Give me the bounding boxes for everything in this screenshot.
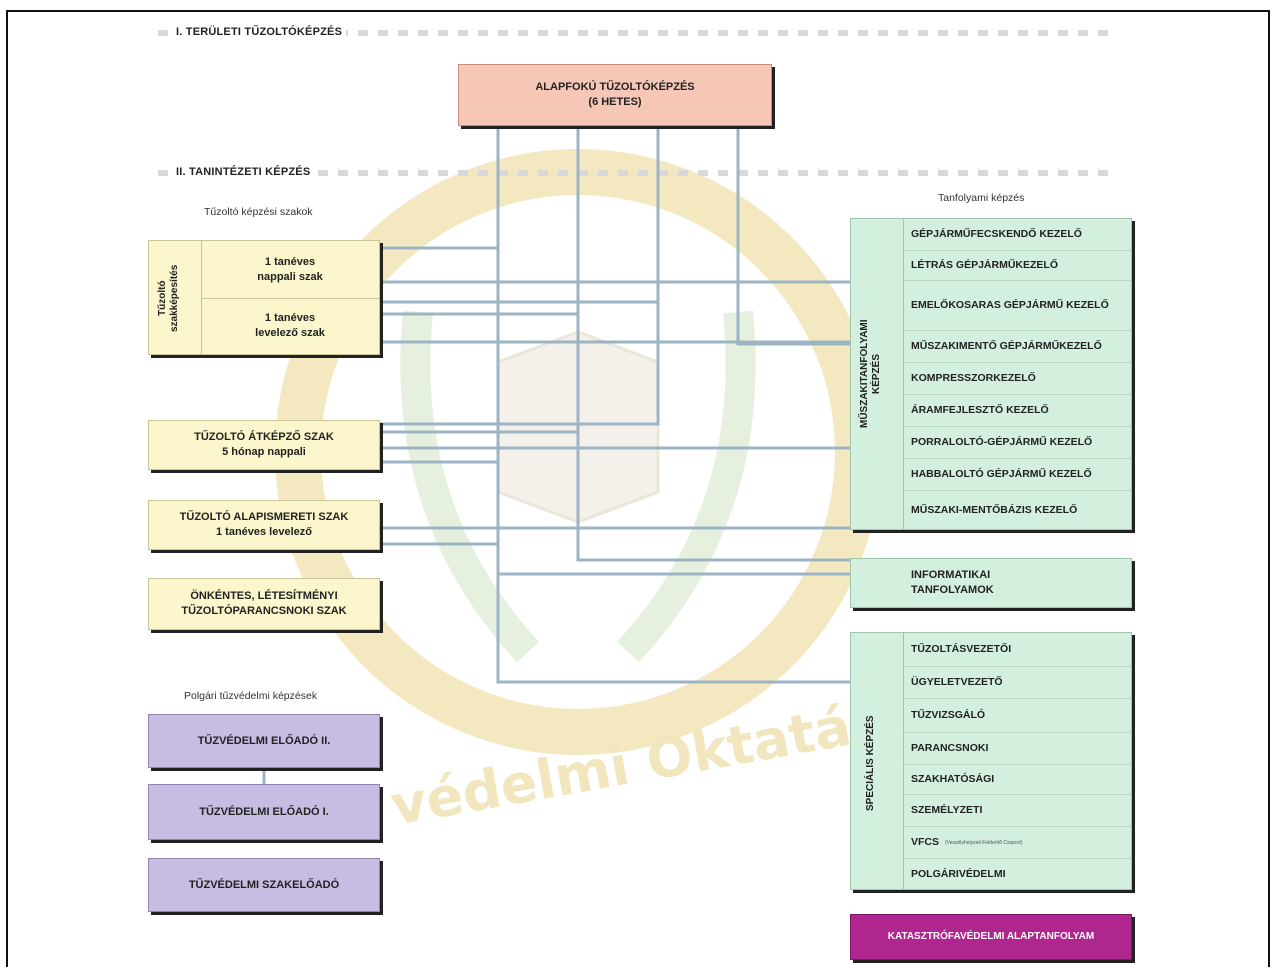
specialis-item: TŰZVIZSGÁLÓ	[903, 699, 1131, 733]
tuzvedelmi-eloado-1-box: TŰZVÉDELMI ELŐADÓ I.	[148, 784, 380, 840]
section-title-tanintezeti: II. TANINTÉZETI KÉPZÉS	[172, 166, 315, 178]
diagram-frame: védelmi Oktatás I. TERÜLETI TŰZOLTÓKÉPZÉ…	[6, 10, 1270, 967]
section-rule-1	[158, 30, 1118, 36]
specialis-item: POLGÁRIVÉDELMI	[911, 867, 1006, 880]
muszaki-item: HABBALOLTÓ GÉPJÁRMŰ KEZELŐ	[903, 459, 1131, 491]
specialis-side-label: SPECIÁLIS KÉPZÉS	[865, 715, 876, 811]
muszaki-item: MŰSZAKI-MENTŐBÁZIS KEZELŐ	[911, 503, 1078, 516]
muszaki-item: EMELŐKOSARAS GÉPJÁRMŰ KEZELŐ	[903, 281, 1131, 331]
alapfoku-box: ALAPFOKÚ TŰZOLTÓKÉPZÉS (6 HETES)	[458, 64, 772, 126]
specialis-item: TŰZOLTÁSVEZETŐI	[903, 633, 1131, 667]
alapfoku-line1: ALAPFOKÚ TŰZOLTÓKÉPZÉS	[535, 81, 695, 94]
tuzvedelmi-szakeloado-box: TŰZVÉDELMI SZAKELŐADÓ	[148, 858, 380, 912]
muszaki-item: MŰSZAKIMENTŐ GÉPJÁRMŰKEZELŐ	[903, 331, 1131, 363]
vfcs-note: (Veszélyhelyzeti Felderítő Csoport)	[945, 839, 1023, 846]
specialis-item-vfcs: VFCS(Veszélyhelyzeti Felderítő Csoport)	[903, 827, 1131, 859]
caption-tanfolyami: Tanfolyami képzés	[938, 192, 1025, 204]
alapfoku-line2: (6 HETES)	[588, 96, 642, 108]
muszaki-item: PORRALOLTÓ-GÉPJÁRMŰ KEZELŐ	[903, 427, 1131, 459]
group-divider-h	[201, 298, 379, 299]
specialis-divider	[903, 633, 904, 889]
tuzvedelmi-eloado-2-box: TŰZVÉDELMI ELŐADÓ II.	[148, 714, 380, 768]
specialis-item: PARANCSNOKI	[903, 733, 1131, 765]
muszaki-items: GÉPJÁRMŰFECSKENDŐ KEZELŐ LÉTRÁS GÉPJÁRMŰ…	[903, 219, 1131, 529]
specialis-item: SZAKHATÓSÁGI	[903, 765, 1131, 795]
specialis-items: TŰZOLTÁSVEZETŐI ÜGYELETVEZETŐ TŰZVIZSGÁL…	[903, 633, 1131, 889]
section-title-teruleti: I. TERÜLETI TŰZOLTÓKÉPZÉS	[172, 26, 347, 38]
specialis-item: SZEMÉLYZETI	[903, 795, 1131, 827]
muszaki-item: LÉTRÁS GÉPJÁRMŰKEZELŐ	[903, 251, 1131, 281]
muszaki-item: KOMPRESSZORKEZELŐ	[903, 363, 1131, 395]
muszaki-item: GÉPJÁRMŰFECSKENDŐ KEZELŐ	[903, 219, 1131, 251]
specialis-kepzes-list: SPECIÁLIS KÉPZÉS TŰZOLTÁSVEZETŐI ÜGYELET…	[850, 632, 1132, 890]
muszaki-divider	[903, 219, 904, 529]
group-divider-v	[201, 241, 202, 354]
specialis-item: ÜGYELETVEZETŐ	[903, 667, 1131, 699]
caption-szakok: Tűzoltó képzési szakok	[204, 206, 313, 218]
caption-polgari: Polgári tűzvédelmi képzések	[184, 690, 318, 702]
muszaki-item: ÁRAMFEJLESZTŐ KEZELŐ	[903, 395, 1131, 427]
katasztrofavedelmi-alaptanfolyam-box: KATASZTRÓFAVÉDELMI ALAPTANFOLYAM	[850, 914, 1132, 960]
